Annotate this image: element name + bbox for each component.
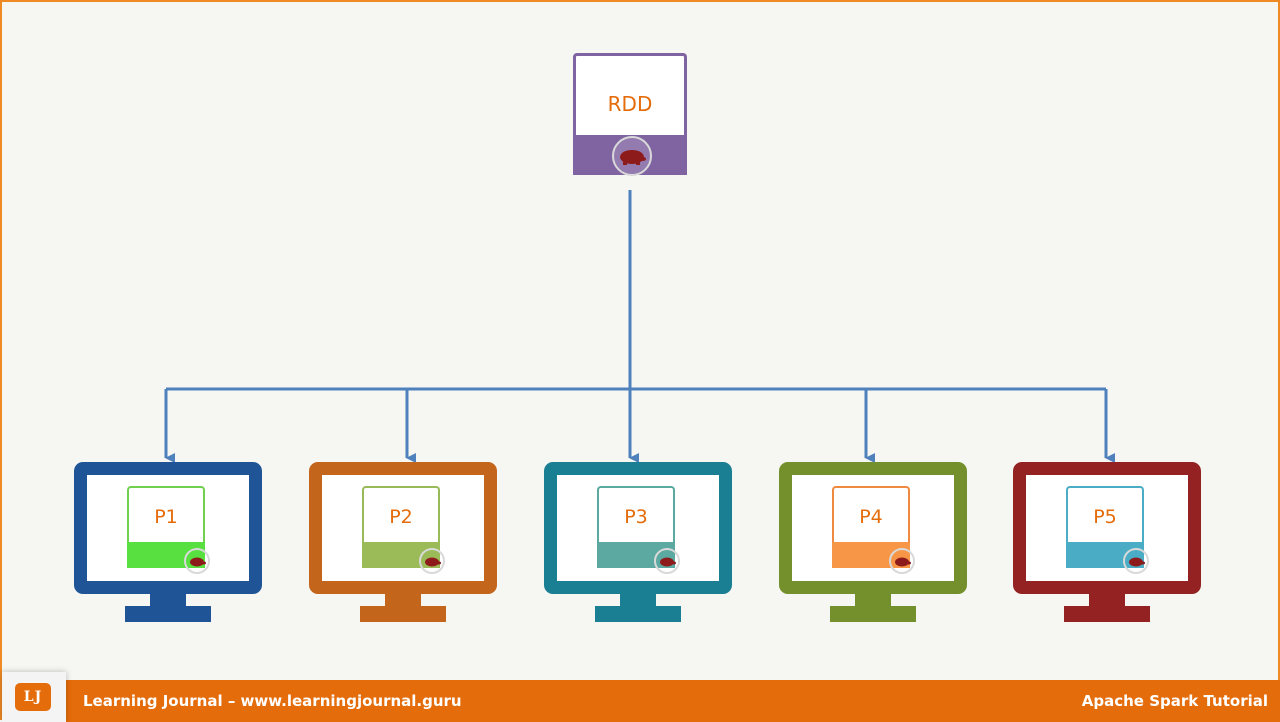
monitor-base xyxy=(830,606,916,622)
turtle-icon xyxy=(889,548,915,574)
monitor-p4: P4 xyxy=(779,462,967,622)
partition-node: P2 xyxy=(362,486,445,574)
partition-label: P5 xyxy=(1093,506,1117,528)
footer-bar: LJ Learning Journal – www.learningjourna… xyxy=(2,672,1280,722)
monitor-base xyxy=(125,606,211,622)
monitor-base xyxy=(595,606,681,622)
turtle-icon xyxy=(1123,548,1149,574)
monitor-neck xyxy=(855,593,891,607)
logo: LJ xyxy=(2,672,66,722)
partition-node: P5 xyxy=(1066,486,1149,574)
footer-course-title: Apache Spark Tutorial xyxy=(1081,692,1268,710)
monitor-p2: P2 xyxy=(309,462,497,622)
partition-label: P3 xyxy=(624,506,648,528)
partition-node: P3 xyxy=(597,486,680,574)
turtle-icon xyxy=(184,548,210,574)
partition-node: P1 xyxy=(127,486,210,574)
monitor-base xyxy=(360,606,446,622)
partition-node: P4 xyxy=(832,486,915,574)
logo-badge: LJ xyxy=(15,683,51,711)
turtle-icon xyxy=(419,548,445,574)
partition-label: P4 xyxy=(859,506,883,528)
partition-label: P2 xyxy=(389,506,413,528)
monitor-p3: P3 xyxy=(544,462,732,622)
monitor-neck xyxy=(385,593,421,607)
monitor-neck xyxy=(1089,593,1125,607)
turtle-icon-graphic xyxy=(620,150,646,165)
monitor-neck xyxy=(150,593,186,607)
monitor-neck xyxy=(620,593,656,607)
turtle-icon xyxy=(654,548,680,574)
monitor-p5: P5 xyxy=(1013,462,1201,622)
monitor-base xyxy=(1064,606,1150,622)
monitor-p1: P1 xyxy=(74,462,262,622)
monitor-screen xyxy=(1013,462,1201,594)
rdd-label: RDD xyxy=(607,92,653,116)
turtle-icon xyxy=(612,136,652,176)
footer-site-text: Learning Journal – www.learningjournal.g… xyxy=(83,692,462,710)
partition-label: P1 xyxy=(154,506,178,528)
rdd-node: RDD xyxy=(573,53,687,176)
monitor-screen xyxy=(74,462,262,594)
